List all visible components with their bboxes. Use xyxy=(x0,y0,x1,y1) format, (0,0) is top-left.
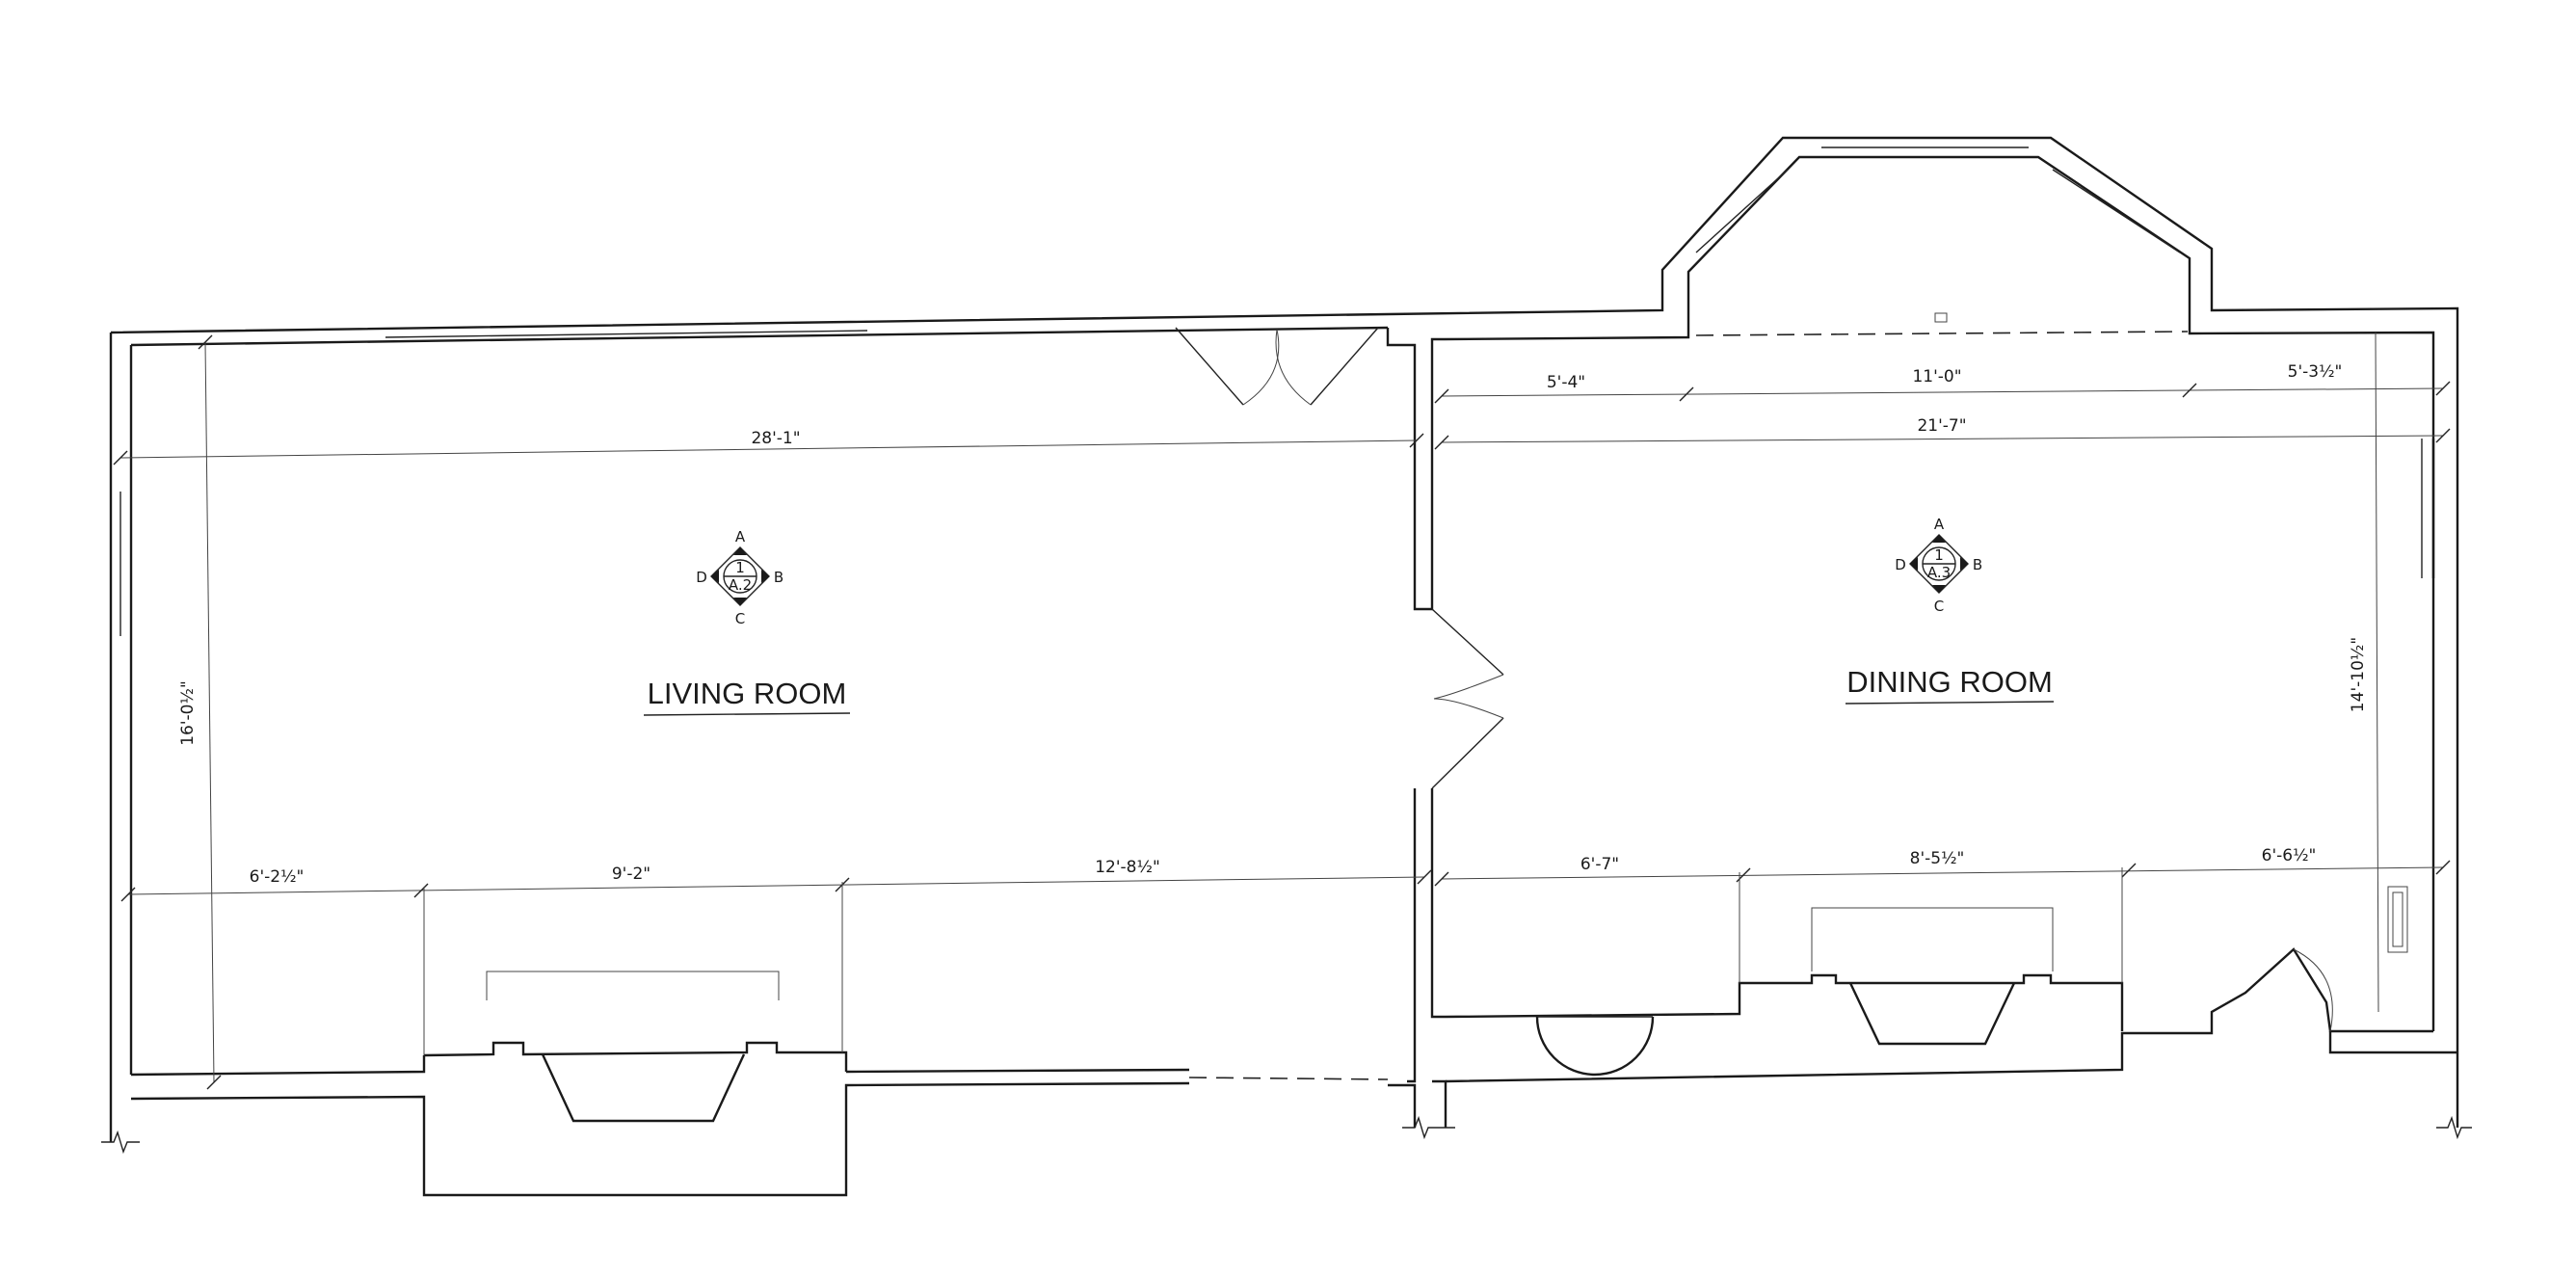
dim-dining-top-2: 11'-0" xyxy=(1912,367,1961,386)
marker-label-right: B xyxy=(774,569,783,586)
doors xyxy=(1175,312,2408,1077)
dim-dining-top-3: 5'-3½" xyxy=(2288,362,2343,382)
marker-label-bottom: C xyxy=(1934,598,1944,615)
dim-living-bottom-2: 9'-2" xyxy=(612,865,651,884)
room-label-dining: DINING ROOM xyxy=(1846,665,2053,699)
marker-number: 1 xyxy=(1934,546,1944,564)
dim-dining-bottom-3: 6'-6½" xyxy=(2262,846,2317,865)
dim-living-height: 16'-0½" xyxy=(178,680,198,746)
marker-number: 1 xyxy=(735,559,745,576)
room-label-living: LIVING ROOM xyxy=(648,677,847,710)
marker-label-bottom: C xyxy=(735,610,745,627)
dim-dining-top-1: 5'-4" xyxy=(1547,373,1585,392)
dim-dining-bottom-2: 8'-5½" xyxy=(1910,849,1965,868)
dining-fireplace xyxy=(1811,907,2054,1046)
dim-living-bottom-1: 6'-2½" xyxy=(250,867,305,887)
exterior-walls xyxy=(109,136,2459,1197)
marker-label-left: D xyxy=(696,569,707,586)
living-fireplace xyxy=(423,971,848,1123)
marker-label-right: B xyxy=(1973,556,1982,573)
marker-label-left: D xyxy=(1895,556,1906,573)
dim-dining-height: 14'-10½" xyxy=(2349,637,2368,712)
dimension-lines xyxy=(113,332,2451,1090)
section-marker-living: A B C D 1 A.2 xyxy=(696,528,783,627)
dimension-labels: 28'-1" 16'-0½" 6'-2½" 9'-2" 12'-8½" 5'-4… xyxy=(178,362,2368,887)
room-labels: LIVING ROOM DINING ROOM xyxy=(643,665,2055,716)
windows xyxy=(120,146,2189,1080)
dim-dining-width: 21'-7" xyxy=(1917,416,1966,436)
break-symbols xyxy=(101,1115,2472,1155)
marker-label-top: A xyxy=(735,528,746,545)
section-marker-dining: A B C D 1 A.3 xyxy=(1895,516,1982,615)
marker-label-top: A xyxy=(1934,516,1945,533)
marker-sheet: A.2 xyxy=(729,576,752,594)
dim-living-width: 28'-1" xyxy=(751,429,800,448)
marker-sheet: A.3 xyxy=(1927,564,1951,581)
dim-living-bottom-3: 12'-8½" xyxy=(1095,858,1160,877)
dim-dining-bottom-1: 6'-7" xyxy=(1580,855,1619,874)
